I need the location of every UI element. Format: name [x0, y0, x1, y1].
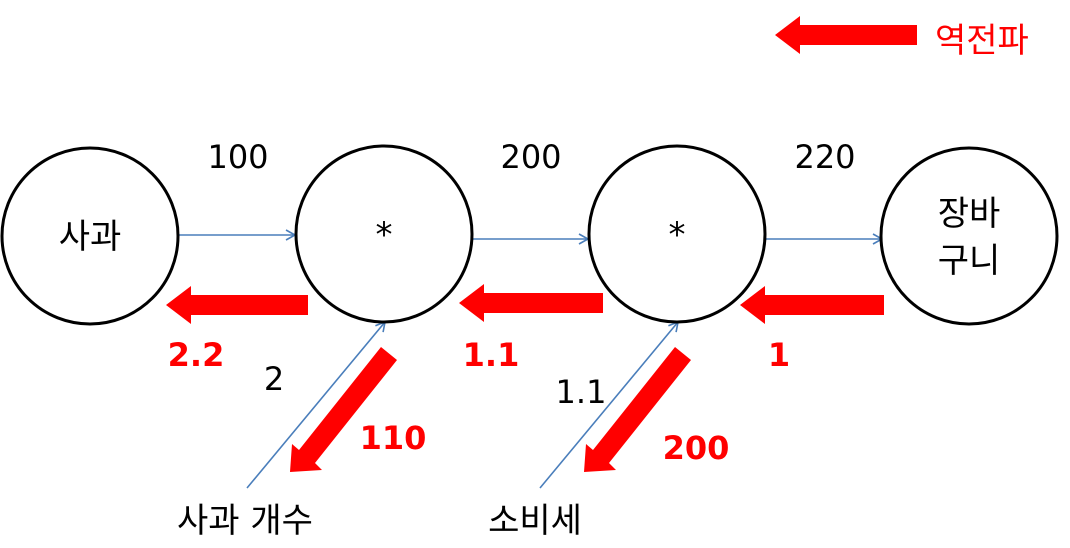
forward-value-tax: 1.1 [556, 373, 607, 411]
backprop-arrow-to-mul2 [740, 286, 884, 324]
node-basket-label-line2: 구니 [938, 241, 1001, 281]
forward-value-apple-count: 2 [264, 360, 284, 398]
node-multiply-2: * [587, 144, 767, 324]
backprop-value-apple: 2.2 [168, 336, 225, 374]
node-basket-label-line1: 장바 [938, 194, 1001, 234]
backprop-arrow-to-mul1 [459, 284, 603, 322]
node-apple: 사과 [0, 146, 180, 326]
node-apple-label: 사과 [59, 217, 122, 257]
legend: 역전파 [775, 16, 1029, 61]
forward-arrow-apple-count-to-mul1 [246, 320, 387, 489]
forward-value-mul1: 200 [500, 138, 561, 176]
backprop-arrow-to-apple-count [290, 347, 397, 472]
node-multiply-2-label: * [669, 215, 686, 255]
legend-backprop-arrow [775, 16, 917, 54]
input-label-tax: 소비세 [488, 501, 582, 541]
legend-label: 역전파 [935, 21, 1029, 61]
forward-value-mul2: 220 [794, 138, 855, 176]
node-multiply-1: * [294, 144, 474, 324]
node-basket: 장바 구니 [879, 146, 1059, 326]
backprop-value-mul1: 1.1 [463, 336, 520, 374]
backprop-value-tax: 200 [663, 429, 730, 467]
backprop-value-mul2: 1 [768, 336, 790, 374]
forward-value-apple: 100 [207, 138, 268, 176]
input-label-apple-count: 사과 개수 [177, 501, 313, 541]
node-multiply-1-label: * [376, 215, 393, 255]
backprop-arrow-to-tax [584, 347, 691, 472]
backprop-value-apple-count: 110 [360, 419, 427, 457]
backprop-arrow-to-apple [166, 286, 308, 324]
forward-arrow-tax-to-mul2 [539, 320, 680, 489]
